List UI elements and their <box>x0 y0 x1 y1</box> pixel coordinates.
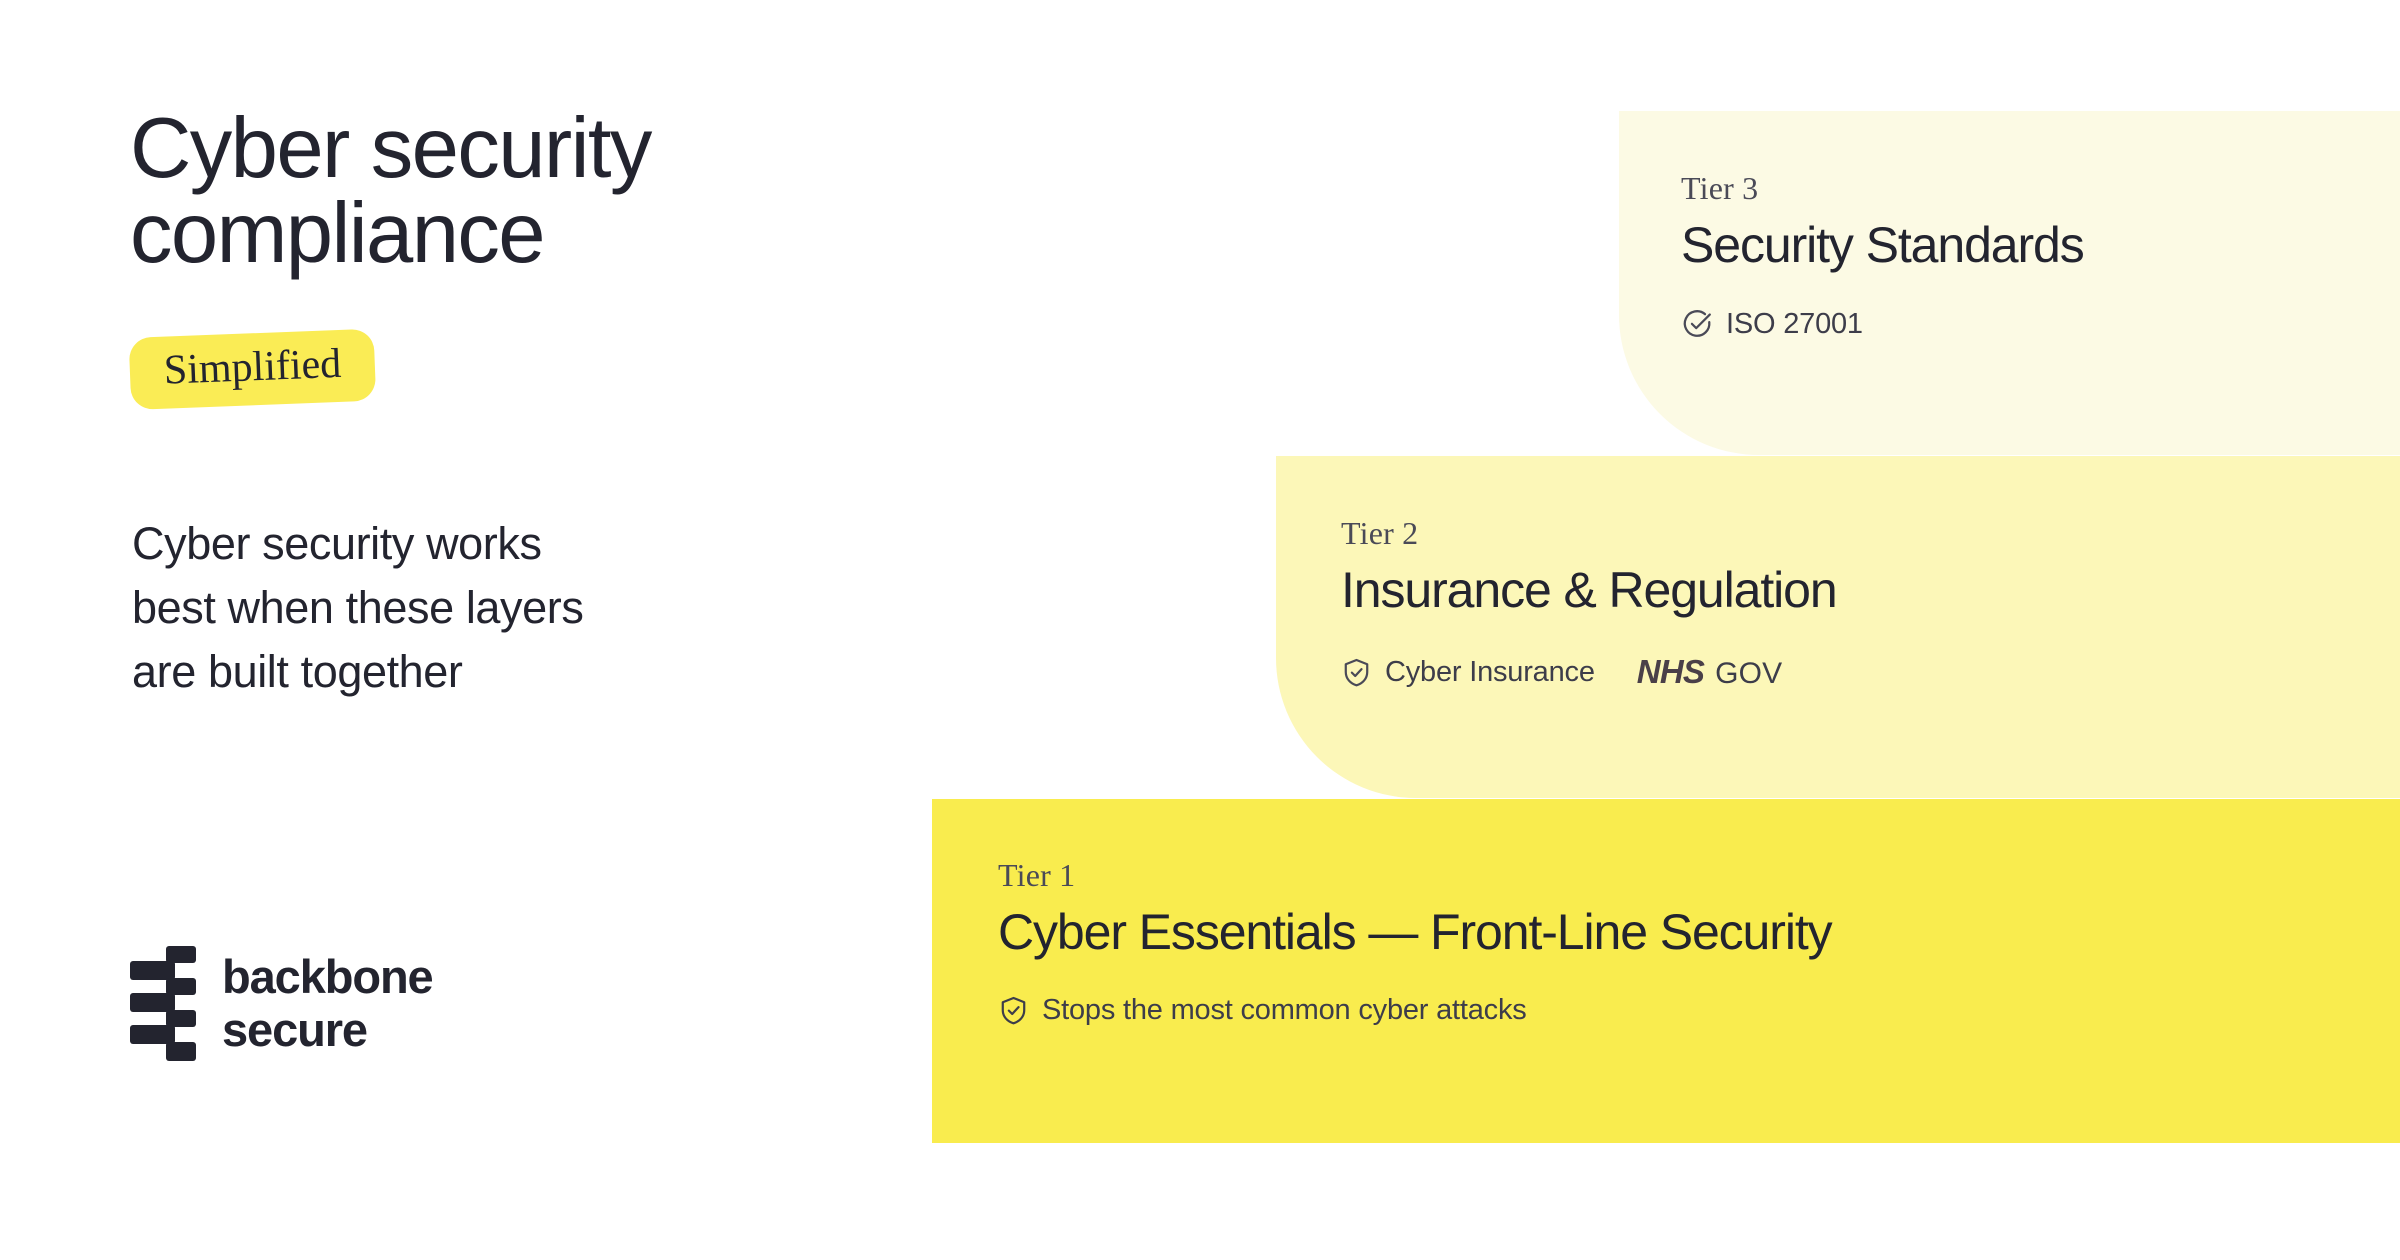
page-title-line-1: Cyber security <box>130 101 652 196</box>
shield-check-icon <box>1344 658 1369 686</box>
tier-card-2: Tier 2 Insurance & Regulation Cyber Insu… <box>1276 456 2400 798</box>
page-title: Cyber security compliance <box>130 106 910 276</box>
logo-wordmark-line-2: secure <box>222 1003 368 1056</box>
simplified-badge: Simplified <box>128 328 377 410</box>
hero-subtitle-line-2: best when these layers <box>132 581 584 633</box>
badge-iso-27001: ISO 27001 <box>1681 308 1863 340</box>
hero-subtitle-line-3: are built together <box>132 645 463 697</box>
badge-cyber-insurance: Cyber Insurance <box>1341 657 1595 688</box>
logo-wordmark: backbone secure <box>222 950 434 1056</box>
backbone-secure-zigzag-mark <box>130 946 196 1061</box>
hero-subtitle: Cyber security works best when these lay… <box>132 512 792 704</box>
tier-card-1-eyebrow: Tier 1 <box>998 857 1076 893</box>
circle-check-icon <box>1683 310 1711 337</box>
tier-card-2-eyebrow: Tier 2 <box>1341 515 1419 551</box>
tier-card-1-badges: Stops the most common cyber attacks <box>998 995 1832 1026</box>
tier-card-3-eyebrow: Tier 3 <box>1681 170 1759 206</box>
tier-card-3-content: Tier 3 Security Standards ISO 27001 <box>1681 170 2085 340</box>
badge-stops-attacks: Stops the most common cyber attacks <box>998 995 1527 1026</box>
tier-card-2-heading: Insurance & Regulation <box>1341 562 1838 618</box>
badge-cyber-insurance-label: Cyber Insurance <box>1385 655 1595 688</box>
tier-card-2-content: Tier 2 Insurance & Regulation Cyber Insu… <box>1341 515 1838 691</box>
tier-card-1-heading: Cyber Essentials — Front-Line Security <box>998 904 1833 960</box>
simplified-badge-label: Simplified <box>163 340 342 394</box>
tier-card-3-heading: Security Standards <box>1681 217 2085 273</box>
tier-card-3: Tier 3 Security Standards ISO 27001 <box>1619 111 2400 455</box>
hero-subtitle-line-1: Cyber security works <box>132 518 542 569</box>
backbone-secure-logo: backbone secure <box>130 946 434 1062</box>
tier-card-3-badges: ISO 27001 <box>1681 308 2084 340</box>
badge-nhs-gov: NHS GOV <box>1637 653 1783 691</box>
page-title-line-2: compliance <box>130 186 546 281</box>
tier-card-1: Tier 1 Cyber Essentials — Front-Line Sec… <box>932 799 2400 1143</box>
logo-wordmark-line-1: backbone <box>222 950 434 1004</box>
badge-nhs-gov-label: GOV <box>1715 657 1783 690</box>
hero-left-column: Cyber security compliance Simplified Cyb… <box>128 0 930 1260</box>
badge-iso-27001-label: ISO 27001 <box>1726 307 1863 340</box>
nhs-logo: NHS <box>1636 653 1705 690</box>
badge-stops-attacks-label: Stops the most common cyber attacks <box>1042 994 1527 1026</box>
tier-card-1-content: Tier 1 Cyber Essentials — Front-Line Sec… <box>998 857 1833 1026</box>
tier-card-2-badges: Cyber Insurance NHS GOV <box>1341 653 1837 691</box>
shield-check-icon <box>1001 996 1026 1025</box>
